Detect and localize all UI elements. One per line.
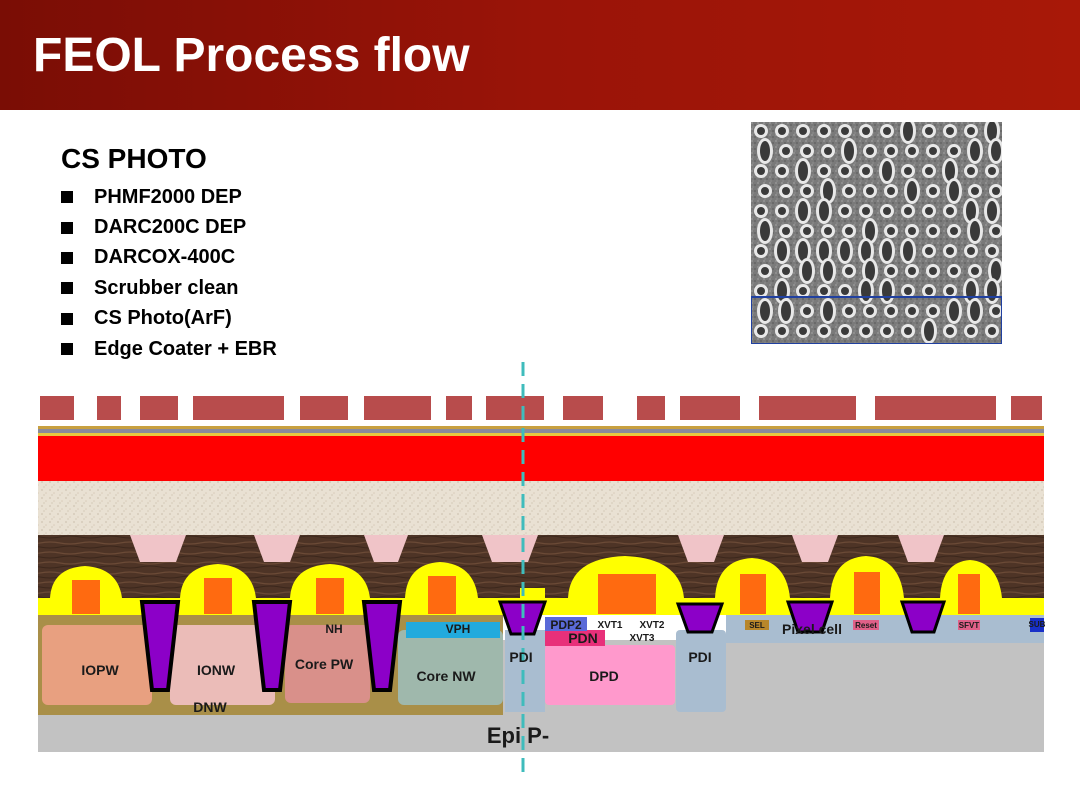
- label-core-pw: Core PW: [295, 656, 354, 672]
- process-step: Scrubber clean: [61, 273, 277, 303]
- square-bullet-icon: [61, 343, 73, 356]
- label-pdn: PDN: [568, 630, 598, 646]
- process-step-label: Edge Coater + EBR: [94, 337, 277, 360]
- label-pdp2: PDP2: [550, 618, 582, 632]
- thin-film-3: [38, 433, 1044, 436]
- thin-film-2: [38, 429, 1044, 433]
- photoresist-pattern: [40, 396, 1042, 420]
- iopw-well: [42, 625, 152, 705]
- process-step: DARC200C DEP: [61, 212, 277, 242]
- core-pw-well: [285, 625, 370, 703]
- square-bullet-icon: [61, 191, 73, 204]
- label-reset: Reset: [855, 621, 877, 630]
- vph-implant: [406, 622, 500, 638]
- pdn-region: [545, 630, 605, 646]
- label-core-nw: Core NW: [416, 668, 476, 684]
- label-sel: SEL: [749, 621, 765, 630]
- label-pdi-left: PDI: [509, 649, 532, 665]
- label-dpd: DPD: [589, 668, 619, 684]
- slide-title: FEOL Process flow: [33, 29, 470, 82]
- process-step-label: PHMF2000 DEP: [94, 185, 242, 208]
- ionw-well: [170, 625, 275, 705]
- core-nw-well: [398, 630, 503, 705]
- label-epi: Epi P-: [487, 723, 549, 748]
- label-iopw: IOPW: [81, 662, 119, 678]
- sti-trench-group: [139, 600, 947, 692]
- label-sfvt: SFVT: [959, 621, 980, 630]
- process-step: Edge Coater + EBR: [61, 334, 277, 364]
- pdi-right-region: [676, 630, 726, 712]
- process-step: PHMF2000 DEP: [61, 182, 277, 212]
- process-step: CS Photo(ArF): [61, 304, 277, 334]
- process-step: DARCOX-400C: [61, 243, 277, 273]
- pdi-left-region: [505, 630, 545, 712]
- title-bar: FEOL Process flow: [0, 0, 1080, 110]
- sfvt-marker: [958, 620, 980, 630]
- label-pixel-cell: Pixel cell: [782, 621, 842, 637]
- contact-openings: [130, 535, 944, 562]
- label-pdi-right: PDI: [688, 649, 711, 665]
- sem-image: [751, 122, 1002, 344]
- label-ionw: IONW: [197, 662, 236, 678]
- sub-marker: [1030, 618, 1044, 632]
- square-bullet-icon: [61, 282, 73, 295]
- square-bullet-icon: [61, 312, 73, 325]
- label-xvt3: XVT3: [629, 633, 654, 644]
- process-step-list: PHMF2000 DEP DARC200C DEP DARCOX-400C Sc…: [61, 182, 277, 364]
- process-step-label: Scrubber clean: [94, 276, 239, 299]
- square-bullet-icon: [61, 251, 73, 264]
- darc-layer: [38, 436, 1044, 481]
- label-sub: SUB: [1029, 620, 1046, 629]
- thin-film-1: [38, 426, 1044, 429]
- label-xvt1: XVT1: [597, 620, 622, 631]
- square-bullet-icon: [61, 221, 73, 234]
- gate-stack-group: [72, 572, 980, 614]
- pdp2-implant: [545, 617, 587, 631]
- label-nh: NH: [325, 622, 342, 636]
- process-step-label: DARC200C DEP: [94, 216, 247, 239]
- dpd-region: [545, 645, 675, 705]
- process-step-label: CS Photo(ArF): [94, 307, 232, 330]
- section-title: CS PHOTO: [61, 143, 207, 174]
- process-step-label: DARCOX-400C: [94, 246, 236, 269]
- sel-marker: [745, 620, 769, 630]
- label-dnw: DNW: [193, 699, 227, 715]
- reset-marker: [853, 620, 879, 630]
- pixel-well: [726, 615, 1044, 643]
- hardmask-layer: [38, 481, 1044, 535]
- label-xvt2: XVT2: [639, 620, 664, 631]
- label-vph: VPH: [446, 622, 471, 636]
